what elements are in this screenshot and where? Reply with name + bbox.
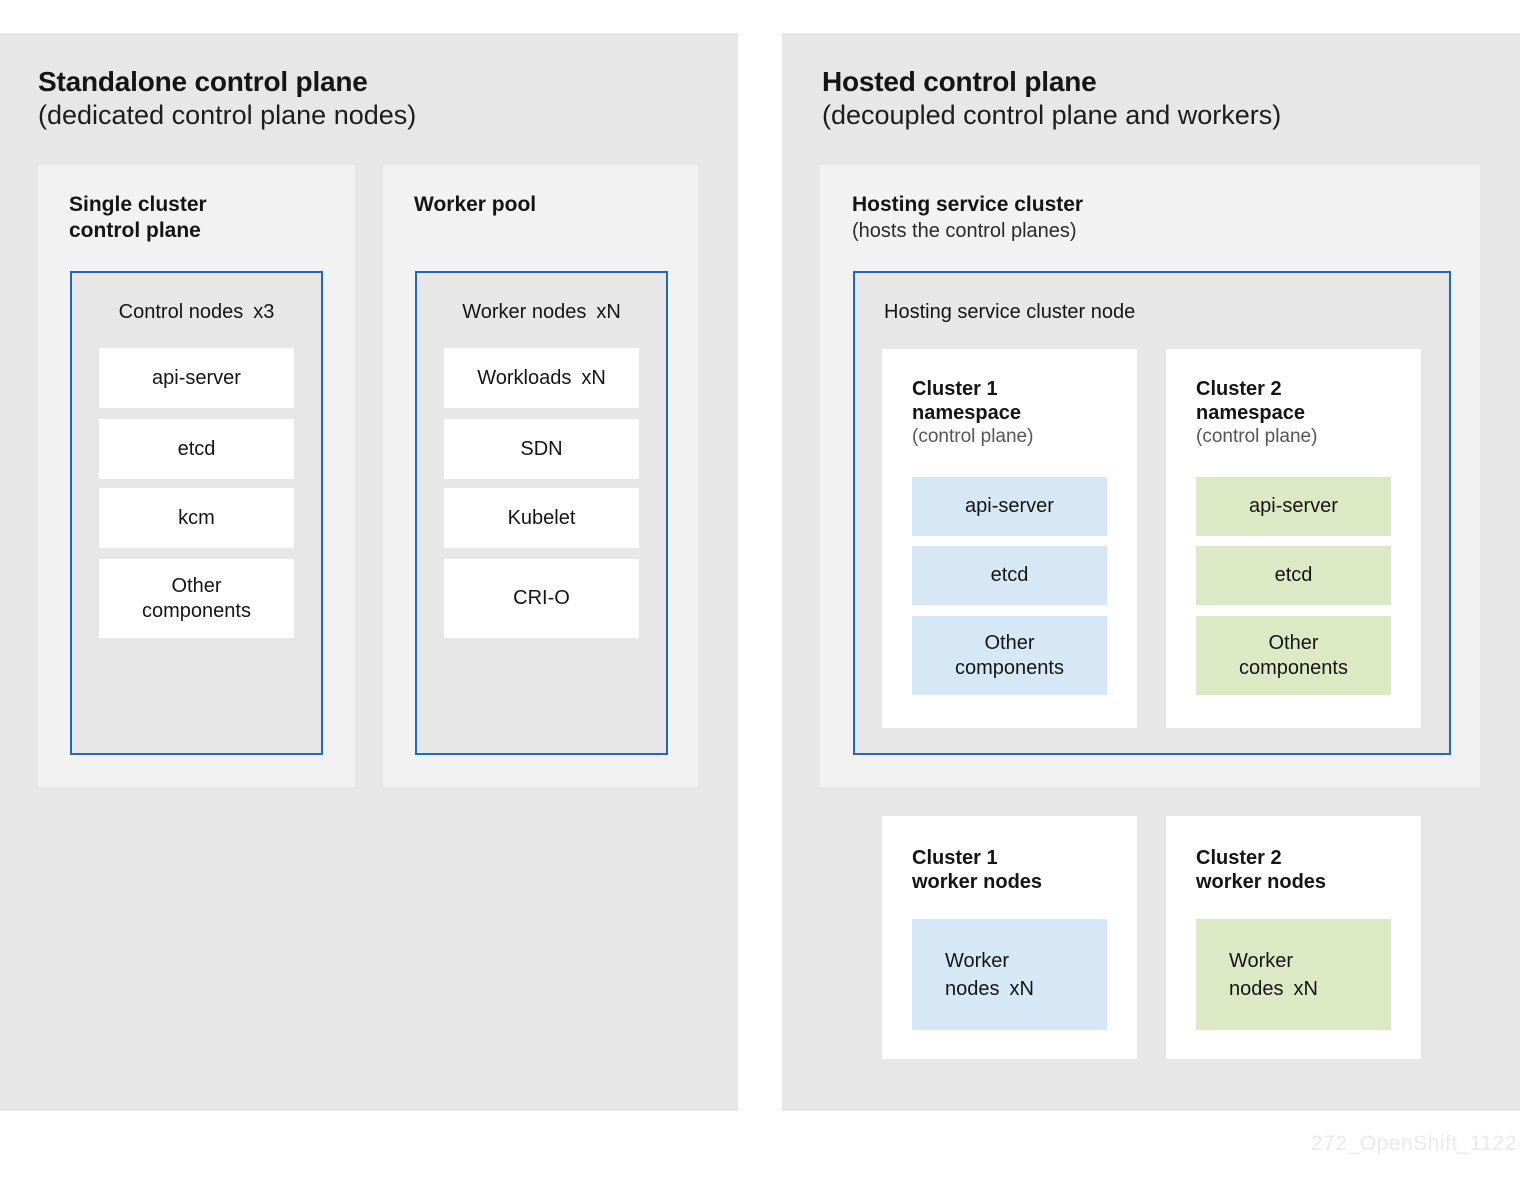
cluster2-namespace-heading: Cluster 2 namespace (control plane) (1196, 377, 1317, 449)
control-nodes-label: Control nodes x3 (118, 301, 275, 323)
cluster1-component-other: Other components (912, 616, 1107, 695)
cluster2-component-etcd: etcd (1196, 546, 1391, 605)
component-workloads: Workloads xN (444, 348, 639, 408)
standalone-subtitle: (dedicated control plane nodes) (38, 100, 417, 130)
hosting-cluster-title: Hosting service cluster (852, 193, 1084, 216)
component-etcd: etcd (99, 419, 294, 479)
hosting-service-cluster-node-box: Hosting service cluster node Cluster 1 n… (853, 271, 1451, 755)
component-sdn: SDN (444, 419, 639, 479)
component-kcm: kcm (99, 488, 294, 548)
worker-pool-title: Worker pool (414, 193, 537, 216)
cluster2-namespace-subtitle: (control plane) (1196, 426, 1318, 447)
worker-nodes-label: Worker nodes xN (462, 301, 621, 323)
hosted-control-plane-panel: Hosted control plane (decoupled control … (782, 33, 1520, 1111)
cluster1-namespace-subtitle: (control plane) (912, 426, 1034, 447)
cluster2-worker-nodes-card: Cluster 2 worker nodes Worker nodes xN (1166, 816, 1421, 1059)
standalone-control-plane-panel: Standalone control plane (dedicated cont… (0, 33, 738, 1111)
hosted-title: Hosted control plane (822, 66, 1097, 97)
cluster2-worker-heading: Cluster 2 worker nodes (1196, 846, 1326, 894)
cluster1-component-etcd: etcd (912, 546, 1107, 605)
worker-pool-heading: Worker pool (414, 192, 536, 218)
hosting-cluster-subtitle: (hosts the control planes) (852, 220, 1077, 242)
single-cluster-heading: Single cluster control plane (69, 192, 207, 244)
hosted-heading: Hosted control plane (decoupled control … (822, 65, 1281, 132)
hosting-cluster-heading: Hosting service cluster (hosts the contr… (852, 192, 1083, 244)
worker-pool-subpanel: Worker pool Worker nodes xN Workloads xN… (383, 165, 698, 787)
cluster1-namespace-heading: Cluster 1 namespace (control plane) (912, 377, 1033, 449)
standalone-title: Standalone control plane (38, 66, 368, 97)
cluster1-namespace-title: Cluster 1 namespace (912, 378, 1021, 424)
figure-watermark: 272_OpenShift_1122 (1311, 1132, 1517, 1155)
cluster2-worker-nodes-box: Worker nodes xN (1196, 919, 1391, 1030)
component-api-server: api-server (99, 348, 294, 408)
control-nodes-box: Control nodes x3 api-server etcd kcm Oth… (70, 271, 323, 755)
hosting-node-label: Hosting service cluster node (884, 301, 1136, 323)
cluster1-worker-nodes-card: Cluster 1 worker nodes Worker nodes xN (882, 816, 1137, 1059)
component-other: Other components (99, 559, 294, 638)
cluster2-namespace-title: Cluster 2 namespace (1196, 378, 1305, 424)
cluster2-component-other: Other components (1196, 616, 1391, 695)
cluster2-component-api-server: api-server (1196, 477, 1391, 536)
standalone-heading: Standalone control plane (dedicated cont… (38, 65, 416, 132)
cluster1-worker-nodes-box: Worker nodes xN (912, 919, 1107, 1030)
component-kubelet: Kubelet (444, 488, 639, 548)
worker-nodes-box: Worker nodes xN Workloads xN SDN Kubelet… (415, 271, 668, 755)
cluster2-namespace-card: Cluster 2 namespace (control plane) api-… (1166, 349, 1421, 728)
cluster1-namespace-card: Cluster 1 namespace (control plane) api-… (882, 349, 1137, 728)
cluster1-worker-heading: Cluster 1 worker nodes (912, 846, 1042, 894)
cluster1-worker-title: Cluster 1 worker nodes (912, 847, 1043, 893)
hosting-service-cluster-subpanel: Hosting service cluster (hosts the contr… (820, 165, 1480, 787)
single-cluster-title: Single cluster control plane (69, 193, 207, 242)
cluster2-worker-title: Cluster 2 worker nodes (1196, 847, 1327, 893)
single-cluster-control-plane-subpanel: Single cluster control plane Control nod… (38, 165, 355, 787)
hosted-subtitle: (decoupled control plane and workers) (822, 100, 1282, 130)
component-cri-o: CRI-O (444, 559, 639, 638)
cluster1-component-api-server: api-server (912, 477, 1107, 536)
